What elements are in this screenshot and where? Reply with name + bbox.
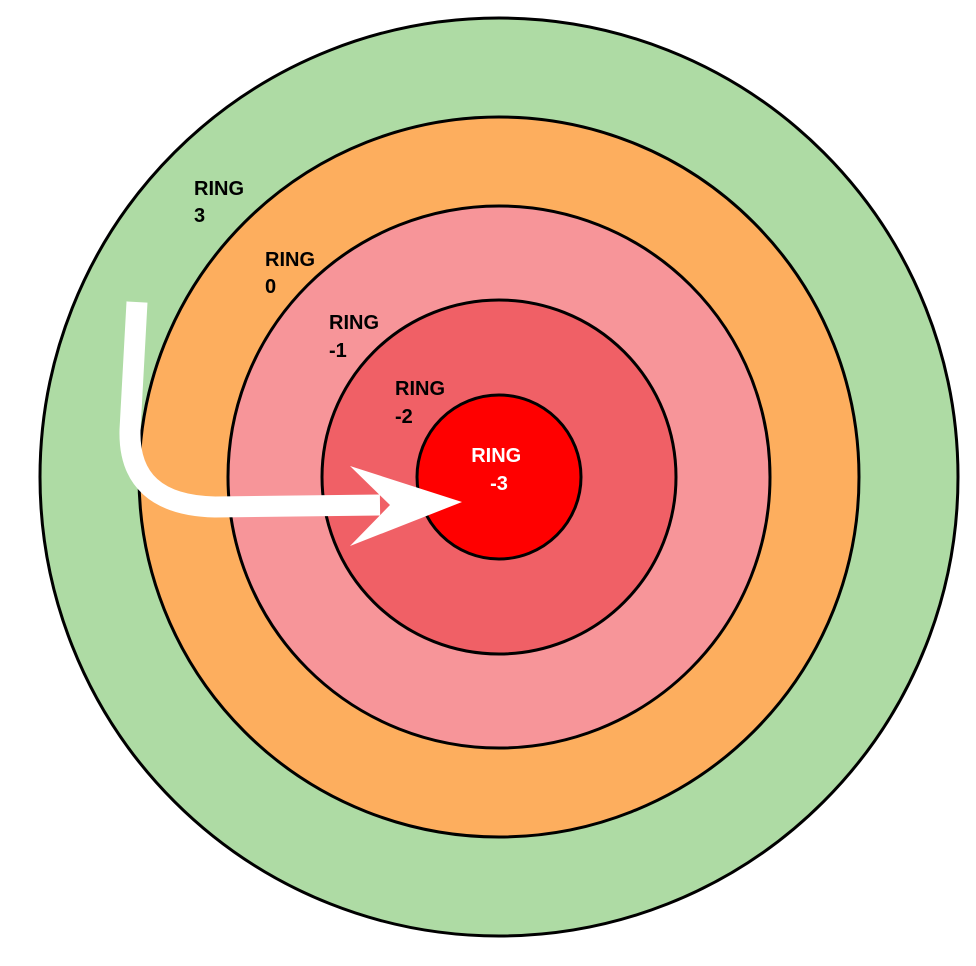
arrow-icon bbox=[119, 301, 462, 546]
ring-minus-3-label-line1: RING bbox=[471, 445, 521, 467]
ring-minus-1-label-line1: RING bbox=[329, 312, 379, 334]
ring-0-label-line2: 0 bbox=[265, 276, 276, 298]
ring-0-label: RING 0 bbox=[265, 249, 321, 298]
ring-minus-3-label-line2: -3 bbox=[490, 473, 508, 495]
ring-minus-1-label: RING -1 bbox=[329, 312, 385, 362]
ring-0-label-line1: RING bbox=[265, 249, 315, 271]
ring-minus-2-label-line2: -2 bbox=[395, 406, 413, 428]
ring-minus-2-label: RING -2 bbox=[395, 378, 451, 428]
ring-3-label-line2: 3 bbox=[194, 205, 205, 227]
ring-minus-1-label-line2: -1 bbox=[329, 340, 347, 362]
ring-minus-3-label: RING -3 bbox=[471, 445, 527, 495]
ring-minus-2-label-line1: RING bbox=[395, 378, 445, 400]
ring-minus-3-circle bbox=[415, 393, 583, 561]
ring-3-label-line1: RING bbox=[194, 178, 244, 200]
ring-3-label: RING 3 bbox=[194, 178, 250, 227]
